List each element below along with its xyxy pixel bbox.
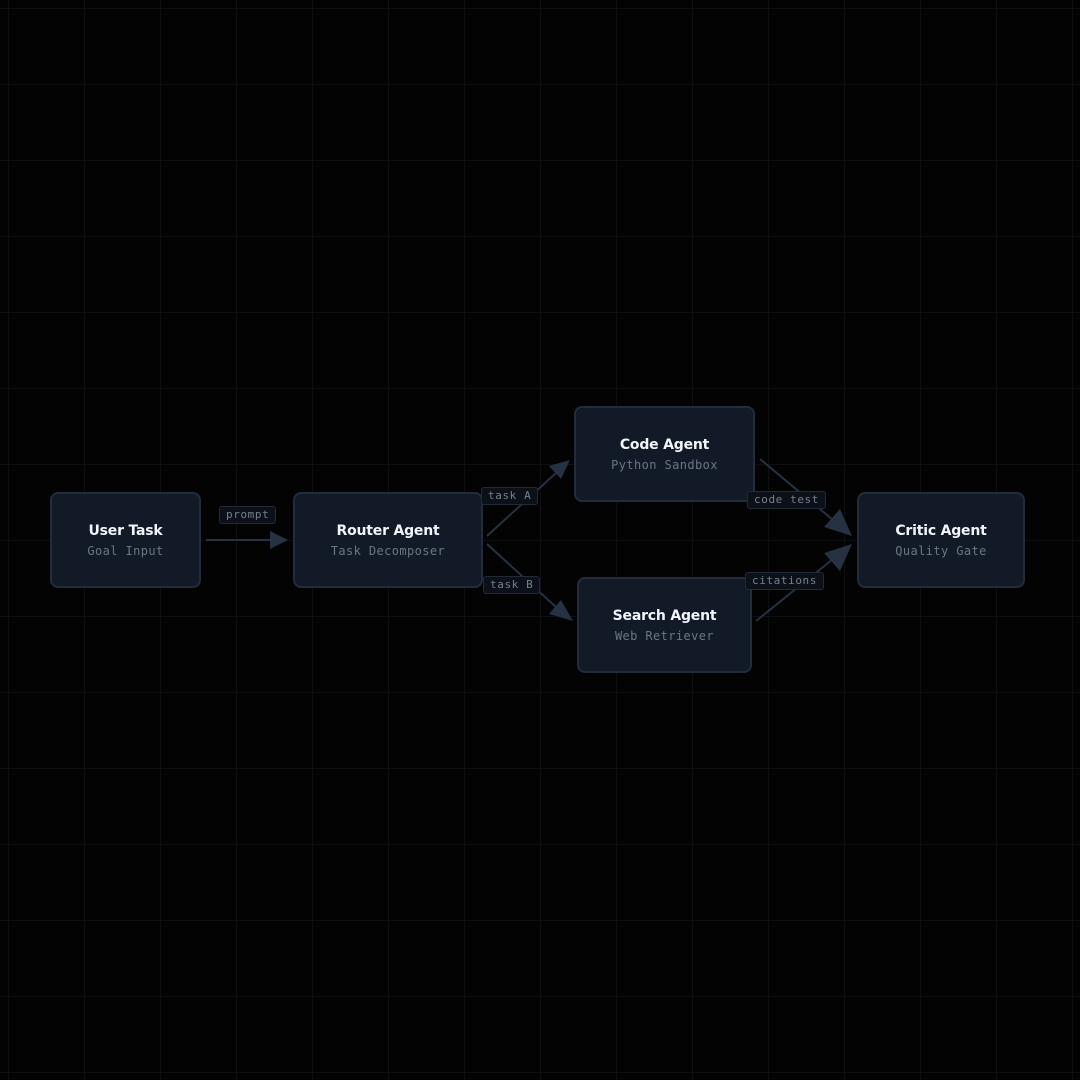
edge-task-a-arrowhead — [549, 460, 570, 479]
edge-citations-arrowhead — [824, 544, 852, 571]
node-critic-agent[interactable]: Critic Agent Quality Gate — [857, 492, 1025, 588]
node-router-agent[interactable]: Router Agent Task Decomposer — [293, 492, 483, 588]
node-search-agent-title: Search Agent — [612, 607, 717, 624]
edge-code-test — [759, 458, 852, 536]
node-critic-agent-subtitle: Quality Gate — [895, 543, 987, 558]
node-user-task-subtitle: Goal Input — [87, 543, 164, 558]
edge-citations — [755, 544, 852, 622]
edge-task-b — [486, 543, 573, 621]
edge-label-task-b: task B — [483, 576, 541, 594]
node-search-agent-subtitle: Web Retriever — [614, 628, 715, 643]
node-user-task-title: User Task — [88, 522, 163, 539]
edge-prompt — [206, 531, 288, 549]
node-user-task[interactable]: User Task Goal Input — [50, 492, 201, 588]
node-critic-agent-title: Critic Agent — [895, 522, 987, 539]
edge-task-b-line — [486, 543, 557, 608]
node-router-agent-subtitle: Task Decomposer — [330, 543, 446, 558]
edge-prompt-arrowhead — [270, 531, 288, 549]
node-code-agent[interactable]: Code Agent Python Sandbox — [574, 406, 755, 502]
edge-code-test-arrowhead — [824, 509, 852, 536]
edge-label-citations: citations — [745, 572, 825, 590]
edge-label-prompt: prompt — [219, 506, 277, 524]
node-search-agent[interactable]: Search Agent Web Retriever — [577, 577, 752, 673]
edge-label-task-a: task A — [481, 487, 539, 505]
node-router-agent-title: Router Agent — [336, 522, 440, 539]
node-code-agent-title: Code Agent — [619, 436, 710, 453]
edge-label-code-test: code test — [747, 491, 827, 509]
edge-citations-line — [755, 558, 834, 622]
node-code-agent-subtitle: Python Sandbox — [611, 457, 718, 472]
edge-task-b-arrowhead — [549, 600, 573, 621]
edge-code-test-line — [759, 458, 834, 521]
